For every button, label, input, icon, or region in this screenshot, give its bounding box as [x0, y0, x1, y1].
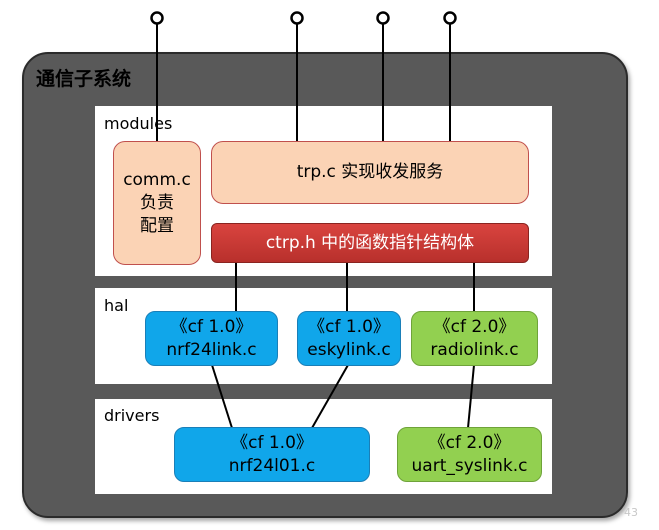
- radiolink-box: 《cf 2.0》 radiolink.c: [411, 311, 538, 366]
- ctrp-struct-box: ctrp.h 中的函数指针结构体: [211, 223, 529, 263]
- nrf24l01-filename: nrf24l01.c: [228, 455, 316, 476]
- eskylink-filename: eskylink.c: [307, 339, 391, 360]
- uart-syslink-version: 《cf 2.0》: [428, 432, 511, 453]
- nrf24link-filename: nrf24link.c: [166, 339, 257, 360]
- terminal-circle-1: [150, 11, 164, 25]
- ctrp-struct-label: ctrp.h 中的函数指针结构体: [265, 232, 475, 253]
- trp-module-box: trp.c 实现收发服务: [211, 141, 529, 204]
- terminal-circle-4: [443, 11, 457, 25]
- terminal-circle-3: [376, 11, 390, 25]
- drivers-layer-label: drivers: [104, 406, 160, 425]
- comm-module-filename: comm.c: [123, 169, 191, 190]
- nrf24link-version: 《cf 1.0》: [170, 316, 253, 337]
- eskylink-box: 《cf 1.0》 eskylink.c: [297, 311, 401, 366]
- subsystem-title: 通信子系统: [36, 68, 132, 90]
- trp-module-label: trp.c 实现收发服务: [296, 162, 444, 182]
- eskylink-version: 《cf 1.0》: [308, 316, 390, 337]
- nrf24link-nrf24l01-line: [211, 364, 233, 429]
- comm-module-desc-line2: 配置: [140, 215, 174, 236]
- terminal-circle-2: [290, 11, 304, 25]
- uart-syslink-filename: uart_syslink.c: [411, 455, 528, 476]
- radiolink-version: 《cf 2.0》: [433, 316, 516, 337]
- uart-syslink-box: 《cf 2.0》 uart_syslink.c: [397, 427, 542, 482]
- comm-module-desc-line1: 负责: [140, 192, 174, 213]
- nrf24l01-box: 《cf 1.0》 nrf24l01.c: [174, 427, 370, 482]
- modules-layer-label: modules: [104, 114, 173, 133]
- comm-module-box: comm.c 负责 配置: [113, 141, 201, 265]
- radiolink-uart-line: [467, 364, 475, 429]
- page-number: 43: [624, 506, 638, 519]
- nrf24l01-version: 《cf 1.0》: [231, 432, 313, 453]
- eskylink-nrf24l01-line: [311, 364, 349, 429]
- radiolink-filename: radiolink.c: [430, 339, 519, 360]
- nrf24link-box: 《cf 1.0》 nrf24link.c: [145, 311, 278, 366]
- hal-layer-label: hal: [104, 296, 129, 315]
